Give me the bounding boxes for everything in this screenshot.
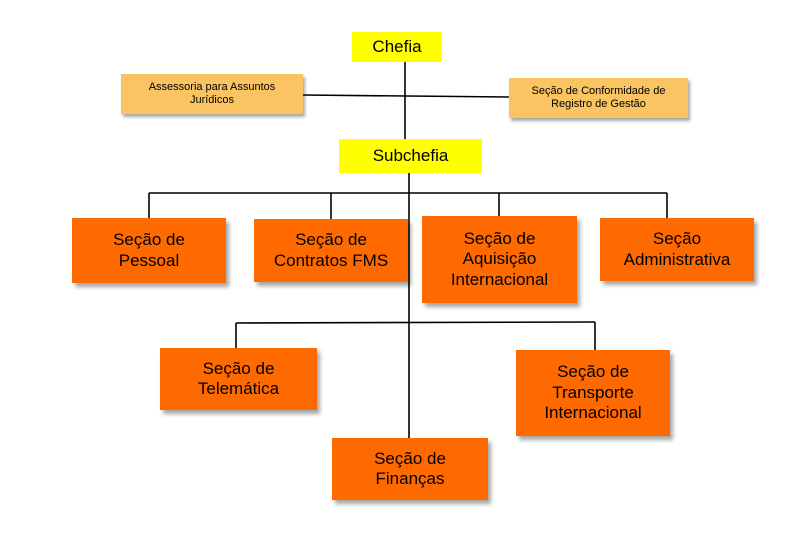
node-subchefia: Subchefia: [339, 139, 482, 173]
node-secao-transporte-internacional: Seção de Transporte Internacional: [516, 350, 670, 436]
connector-row2-bus: [235, 321, 596, 324]
node-secao-pessoal: Seção de Pessoal: [72, 218, 226, 283]
node-assessoria-juridica: Assessoria para Assuntos Jurídicos: [121, 74, 303, 114]
node-secao-conformidade: Seção de Conformidade de Registro de Ges…: [509, 78, 688, 118]
node-secao-financas: Seção de Finanças: [332, 438, 488, 500]
node-secao-telematica: Seção de Telemática: [160, 348, 317, 410]
connector-staff-branch: [302, 94, 510, 98]
node-chefia: Chefia: [352, 32, 442, 62]
node-secao-aquisicao-internacional: Seção de Aquisição Internacional: [422, 216, 577, 303]
node-secao-contratos-fms: Seção de Contratos FMS: [254, 219, 408, 282]
node-secao-administrativa: Seção Administrativa: [600, 218, 754, 281]
